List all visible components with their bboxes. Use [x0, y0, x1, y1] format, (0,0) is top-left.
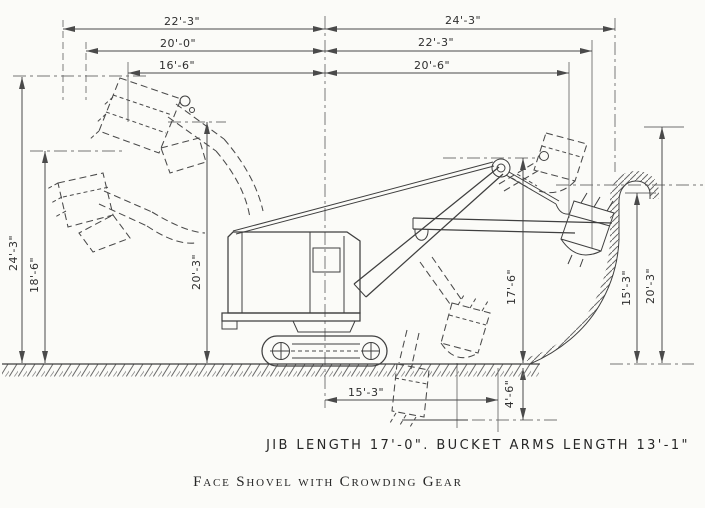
dim-label-reach-left-2: 20'-0"	[160, 37, 196, 50]
dim-label-height-right-2: 15'-3"	[620, 270, 633, 306]
crowd-chain-shackle	[414, 228, 429, 241]
track-wheel-cross	[362, 342, 380, 360]
dim-label-height-left-1: 24'-3"	[7, 235, 20, 271]
bucket-body	[533, 132, 588, 182]
bucket-teeth	[580, 192, 614, 212]
bucket-door-open	[160, 137, 207, 174]
arm-stub	[419, 256, 462, 305]
jib-suspension-cables	[232, 161, 495, 235]
bucket-digging-position	[560, 192, 615, 268]
bucket-inner-line	[569, 214, 611, 227]
jib-lower-chord	[365, 173, 504, 298]
bucket-teeth	[457, 294, 489, 312]
bucket-arm-top	[412, 217, 613, 224]
deck	[221, 312, 361, 322]
track-wheel-cross	[272, 342, 290, 360]
sheave	[189, 107, 195, 113]
bucket-door	[440, 342, 479, 359]
bucket-body	[391, 363, 430, 418]
ground-and-bank	[2, 171, 659, 421]
dim-label-height-right-1: 17'-6"	[505, 269, 518, 305]
jib-foot-tie	[353, 283, 367, 298]
bucket-body	[98, 77, 182, 154]
excavator-machine	[221, 158, 613, 367]
spec-caption: JIB LENGTH 17'-0". BUCKET ARMS LENGTH 13…	[265, 438, 690, 453]
arm-path-curves	[146, 211, 206, 244]
bucket-inner-line	[541, 145, 582, 158]
dim-label-height-right-3: 20'-3"	[644, 268, 657, 304]
dim-label-reach-left-3: 16'-6"	[159, 59, 195, 72]
dim-label-height-left-3: 20'-3"	[190, 254, 203, 290]
ground-hatching	[2, 364, 539, 377]
bucket-door	[560, 238, 602, 256]
bucket-teeth	[46, 182, 67, 218]
dim-label-reach-right-3: 20'-6"	[414, 59, 450, 72]
bucket-raised-dump-left	[88, 77, 264, 219]
bucket-phantom-positions	[46, 77, 588, 428]
turntable	[292, 320, 356, 333]
dim-label-reach-left-1: 22'-3"	[164, 15, 200, 28]
jib-head-pulley-hub	[496, 163, 506, 173]
bucket-inner-line	[62, 186, 110, 198]
arm-stub	[398, 329, 420, 370]
bucket-toe-position	[419, 256, 491, 359]
bucket-dump-left	[46, 172, 206, 253]
dim-label-height-left-2: 18'-6"	[28, 257, 41, 293]
dim-label-digging-depth: 4'-6"	[503, 380, 516, 409]
captions: JIB LENGTH 17'-0". BUCKET ARMS LENGTH 13…	[193, 438, 690, 490]
bucket-body	[440, 302, 491, 354]
dimension-labels: 22'-3" 20'-0" 16'-6" 24'-3" 22'-3" 20'-6…	[7, 14, 657, 408]
rope-dashes	[511, 173, 538, 191]
hoist-ropes	[505, 171, 560, 205]
crawler-track	[261, 335, 388, 367]
jib-upper-chord	[353, 166, 500, 285]
jib-head-pulley	[491, 158, 511, 178]
bucket-inner-line	[448, 314, 487, 326]
dim-label-bottom-radius: 15'-3"	[348, 386, 384, 399]
bucket-inner-lines	[105, 94, 173, 134]
arm-path-curves	[215, 138, 264, 219]
sheave	[179, 95, 191, 107]
track-frame-lines	[292, 343, 360, 359]
bucket-inner-line	[394, 377, 428, 385]
arm-stub	[98, 190, 153, 227]
cab-window	[312, 247, 341, 273]
bucket-high-dump-right	[498, 132, 588, 194]
dim-label-reach-right-2: 22'-3"	[418, 36, 454, 49]
dim-label-reach-right-1: 24'-3"	[445, 14, 481, 27]
bucket-teeth	[389, 412, 417, 428]
bank-face-line	[529, 180, 651, 365]
arm-stub	[167, 103, 225, 152]
dimension-lines	[19, 26, 665, 420]
construction-lines	[13, 16, 703, 421]
bucket-door-open	[78, 214, 131, 253]
bucket-arm-bottom	[412, 228, 576, 234]
bucket-max-depth-position	[389, 329, 430, 428]
drawing-title: Face Shovel with Crowding Gear	[193, 474, 463, 490]
bucket-teeth	[88, 96, 114, 141]
arm-stub	[498, 161, 542, 192]
deck-step	[221, 313, 238, 330]
bucket-door-open	[538, 180, 576, 194]
bucket-bail-hook	[555, 203, 570, 215]
bucket-latch	[567, 254, 584, 268]
sheave	[539, 151, 549, 161]
